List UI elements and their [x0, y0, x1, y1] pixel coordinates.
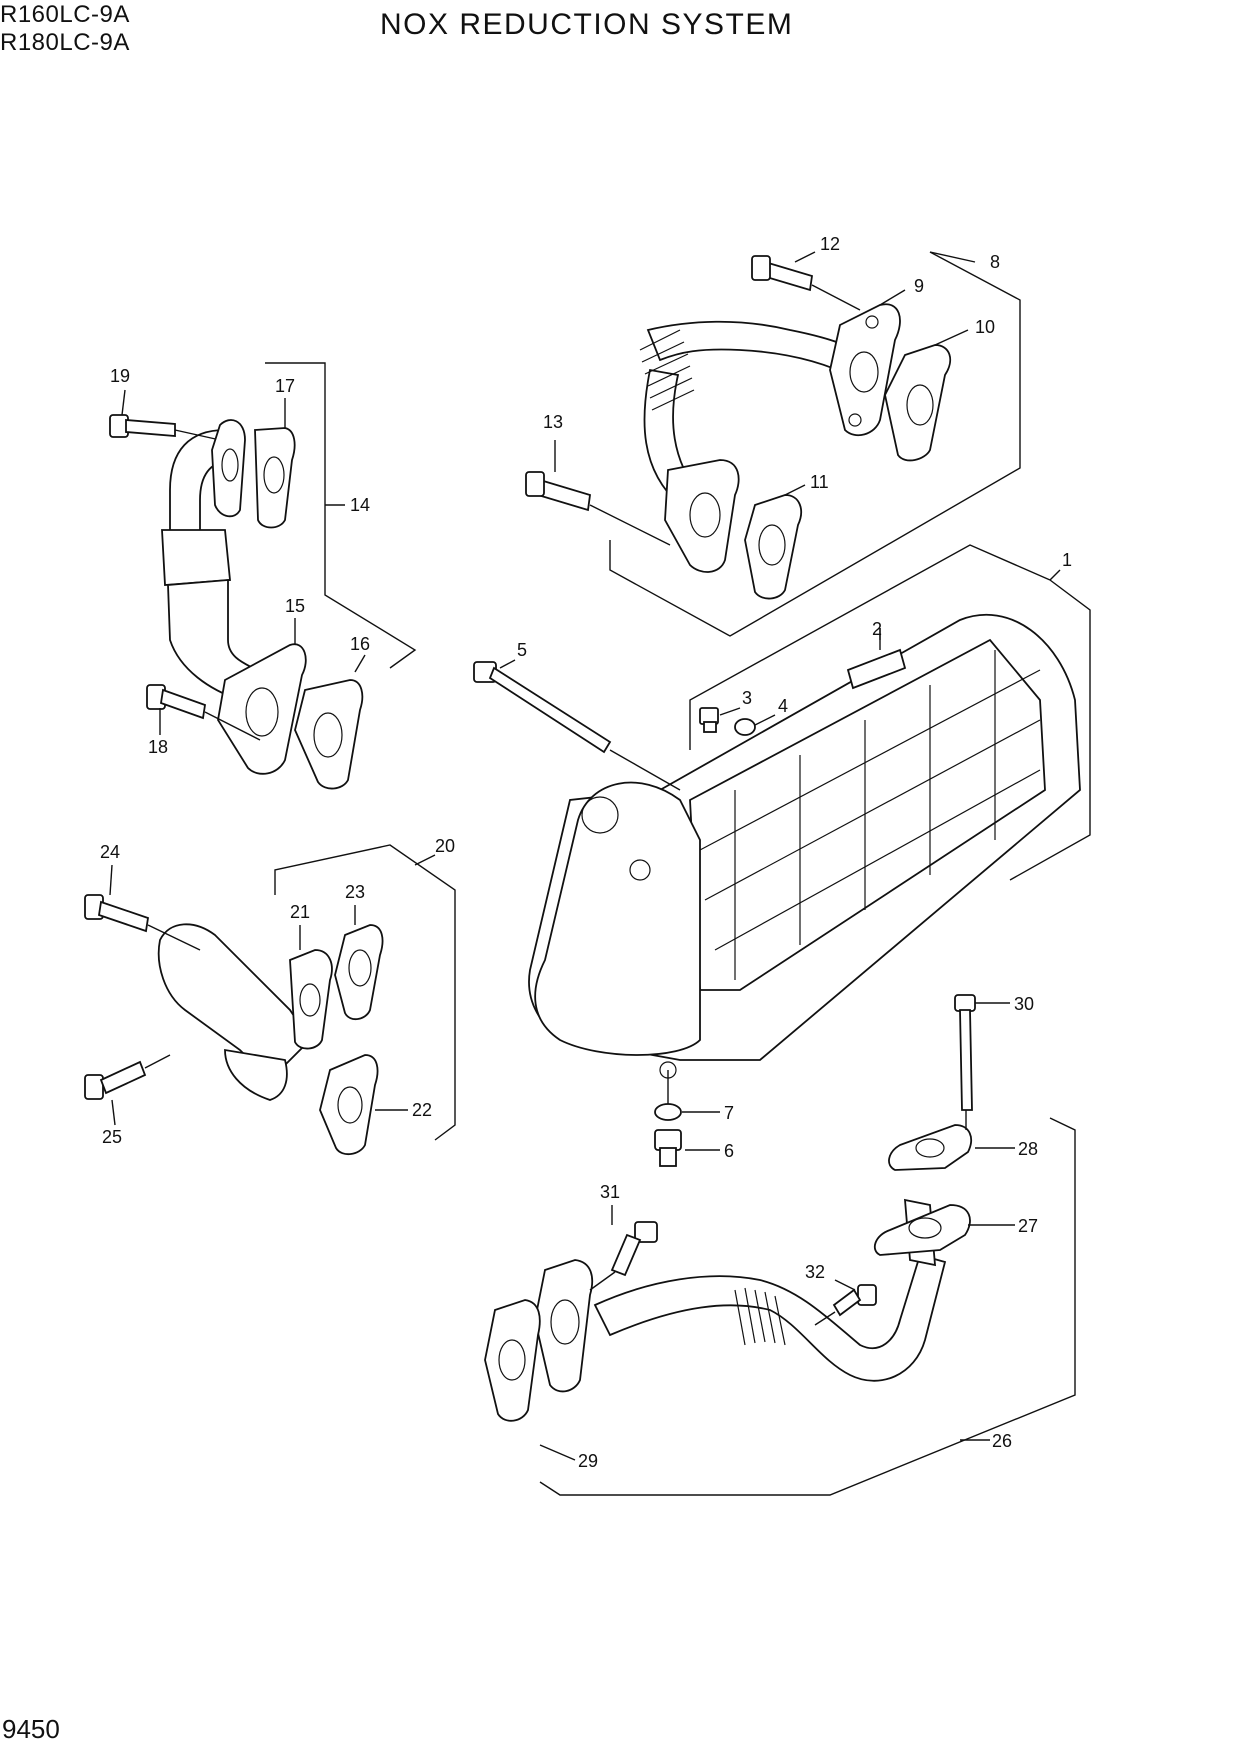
plug-3	[699, 707, 719, 733]
callout-9: 9	[914, 276, 924, 296]
elbow-20	[157, 923, 312, 1101]
callout-17: 17	[275, 376, 295, 396]
bolt-31	[589, 1221, 658, 1291]
gasket-28	[888, 1124, 972, 1171]
callout-20: 20	[435, 836, 455, 856]
group-1-bracket	[689, 544, 1091, 881]
bolt-30	[954, 994, 976, 1130]
callout-11: 11	[810, 472, 829, 492]
callout-23: 23	[345, 882, 365, 902]
callout-24: 24	[100, 842, 120, 862]
flange-11-assembly	[664, 459, 802, 600]
callout-6: 6	[724, 1141, 734, 1161]
gasket-10	[884, 344, 952, 462]
bolt-32	[814, 1284, 877, 1326]
flange-21	[289, 949, 333, 1050]
callout-8: 8	[990, 252, 1000, 272]
callout-13: 13	[543, 412, 563, 432]
callout-18: 18	[148, 737, 168, 757]
bolt-13	[525, 471, 671, 546]
group-20-bracket	[274, 844, 456, 1141]
callout-28: 28	[1018, 1139, 1038, 1159]
group-8-bracket	[609, 251, 1021, 637]
flange-9	[829, 303, 901, 437]
bolt-5	[473, 661, 681, 791]
page-title: NOX REDUCTION SYSTEM	[380, 8, 794, 41]
bolt-24	[84, 894, 201, 951]
bolt-12	[751, 255, 861, 311]
callout-19: 19	[110, 366, 130, 386]
callout-12: 12	[820, 234, 840, 254]
callout-30: 30	[1014, 994, 1034, 1014]
page-number: 9450	[2, 1714, 60, 1744]
callout-21: 21	[290, 902, 310, 922]
gasket-22	[319, 1054, 379, 1155]
flange-top-19	[211, 419, 246, 518]
model-label-r180lc-9a: R180LC-9A	[0, 29, 130, 56]
callout-15: 15	[285, 596, 305, 616]
callout-4: 4	[778, 696, 788, 716]
washer-4	[734, 718, 756, 736]
callout-26: 26	[992, 1431, 1012, 1451]
bolt-25	[84, 1054, 171, 1100]
callout-22: 22	[412, 1100, 432, 1120]
callout-14: 14	[350, 495, 370, 515]
gasket-16	[294, 679, 364, 790]
bolt-19	[109, 414, 221, 441]
flange-29	[484, 1259, 594, 1422]
callout-25: 25	[102, 1127, 122, 1147]
callout-29: 29	[578, 1451, 598, 1471]
callout-31: 31	[600, 1182, 620, 1202]
callout-16: 16	[350, 634, 370, 654]
callout-5: 5	[517, 640, 527, 660]
flange-15	[217, 643, 307, 775]
callout-3: 3	[742, 688, 752, 708]
elbow-pipe-14	[161, 429, 262, 702]
callout-10: 10	[975, 317, 995, 337]
plug-6	[654, 1129, 682, 1167]
leader-lines	[109, 251, 1061, 1461]
flange-27	[873, 1204, 971, 1256]
callout-2: 2	[872, 619, 882, 639]
callout-1: 1	[1062, 550, 1072, 570]
model-label-r160lc-9a: R160LC-9A	[0, 1, 130, 28]
callout-7: 7	[724, 1103, 734, 1123]
bolt-18	[146, 684, 261, 741]
group-14-bracket	[265, 362, 417, 669]
washer-7	[654, 1070, 682, 1121]
group-26-bracket	[539, 1117, 1076, 1496]
callout-27: 27	[1018, 1216, 1038, 1236]
egr-cooler	[528, 614, 1081, 1079]
callout-32: 32	[805, 1262, 825, 1282]
flange-17	[254, 427, 296, 529]
gasket-23	[334, 924, 384, 1020]
